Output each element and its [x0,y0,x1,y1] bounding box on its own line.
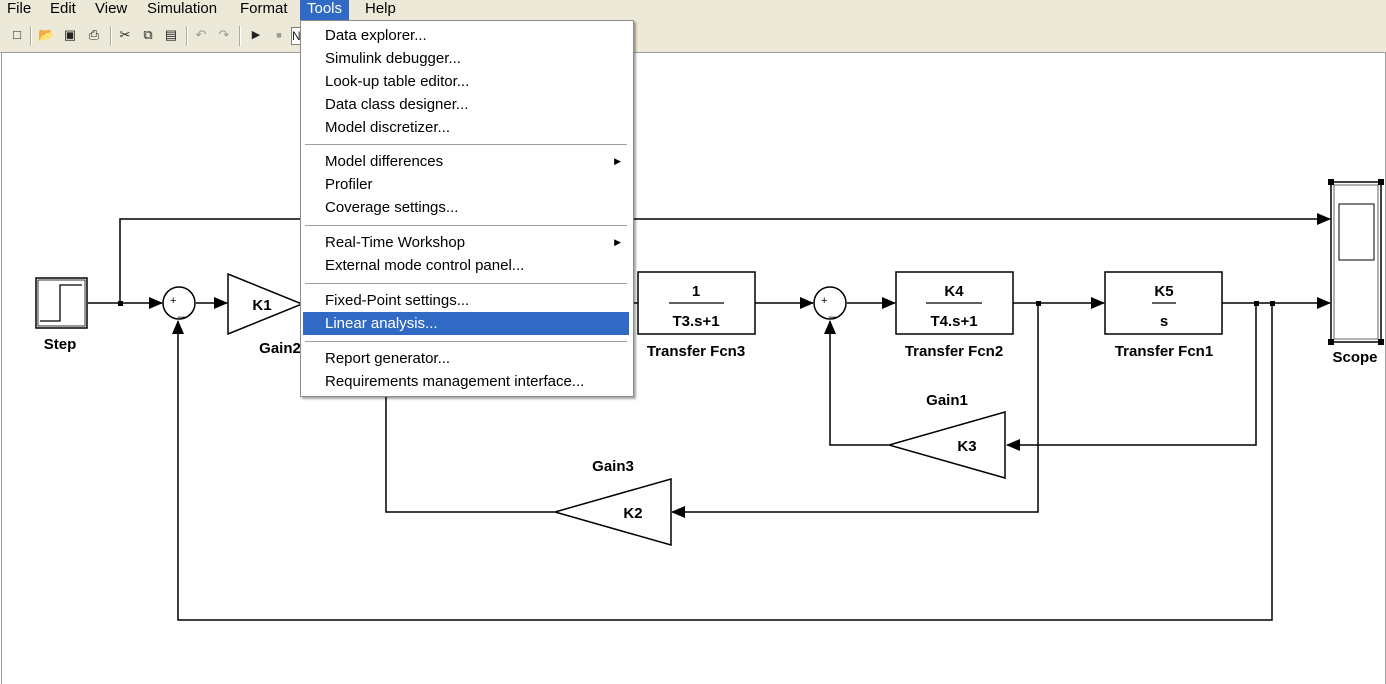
sum1-block[interactable]: + _ [162,286,196,320]
open-folder-icon[interactable]: 📂 [38,27,55,42]
transfer-fcn3-block[interactable] [637,271,756,335]
svg-text:_: _ [828,304,836,318]
gain1-block[interactable] [886,411,1006,479]
menu-file[interactable]: File [7,0,32,17]
menu-item-real-time-workshop[interactable]: Real-Time Workshop ▶ [303,231,629,254]
branch-point [1270,301,1275,306]
menu-item-external-mode-control-panel[interactable]: External mode control panel... [325,257,525,274]
signal-tf1-to-gain1 [1006,303,1257,451]
menu-item-data-class-designer[interactable]: Data class designer... [325,96,469,113]
tf1-denominator: s [1160,313,1168,330]
tf3-denominator: T3.s+1 [672,313,719,330]
toolbar-separator [110,26,112,46]
menu-help[interactable]: Help [365,0,396,17]
menu-edit[interactable]: Edit [50,0,76,17]
tf1-numerator: K5 [1154,283,1173,300]
menu-item-fixed-point-settings[interactable]: Fixed-Point settings... [325,292,470,309]
menu-item-simulink-debugger[interactable]: Simulink debugger... [325,50,461,67]
block-diagram: Step + _ K1 Gain2 1 T3.s+1 Transfer Fcn3… [35,179,1384,621]
step-label: Step [44,336,77,353]
branch-point [1254,301,1259,306]
tf2-denominator: T4.s+1 [930,313,977,330]
gain3-block[interactable] [552,478,672,546]
gain2-block[interactable] [227,272,304,336]
redo-icon[interactable]: ↷ [218,27,230,42]
gain2-label: Gain2 [259,340,301,357]
gain3-label: Gain3 [592,458,634,475]
menu-item-report-generator[interactable]: Report generator... [325,350,451,367]
tf3-numerator: 1 [692,283,700,300]
branch-point [1036,301,1041,306]
menu-item-model-differences[interactable]: Model differences ▶ [303,150,629,173]
tf2-label: Transfer Fcn2 [905,343,1003,360]
gain1-value: K3 [957,438,976,455]
cut-icon[interactable]: ✂ [119,27,131,42]
menu-view[interactable]: View [95,0,128,17]
menu-separator [305,225,627,227]
transfer-fcn1-block[interactable] [1104,271,1223,335]
menu-item-requirements-management[interactable]: Requirements management interface... [325,373,585,390]
signal-tf2-to-gain3 [671,303,1039,518]
tf3-label: Transfer Fcn3 [647,343,745,360]
toolbar: □ 📂 ▣ ⎙ ✂ ⧉ ▤ ↶ ↷ ▶ ■ N [0,20,1386,53]
svg-text:_: _ [177,304,185,318]
start-simulation-icon[interactable]: ▶ [251,29,261,41]
menu-bar: File Edit View Simulation Format Tools H… [0,0,1386,20]
menu-item-profiler[interactable]: Profiler [325,176,373,193]
gain2-value: K1 [252,297,271,314]
scope-block[interactable] [1328,179,1384,345]
menu-separator [305,283,627,285]
menu-item-model-differences-label: Model differences [325,153,444,170]
paste-icon[interactable]: ▤ [164,27,178,42]
menu-item-real-time-workshop-label: Real-Time Workshop [325,234,466,251]
svg-text:+: + [821,295,827,307]
menu-item-linear-analysis[interactable]: Linear analysis... [303,312,629,335]
toolbar-separator [239,26,241,46]
gain1-label: Gain1 [926,392,968,409]
scope-label: Scope [1332,349,1377,366]
toolbar-separator [30,26,32,46]
submenu-arrow-icon: ▶ [614,237,621,247]
undo-icon[interactable]: ↶ [195,27,207,42]
branch-point [118,301,123,306]
menu-format[interactable]: Format [240,0,288,17]
menu-item-data-explorer[interactable]: Data explorer... [325,27,427,44]
gain3-value: K2 [623,505,642,522]
signal-outer-feedback [172,303,1273,621]
signal-step-to-scope [119,213,1331,303]
menu-simulation[interactable]: Simulation [147,0,218,17]
toolbar-separator [186,26,188,46]
menu-tools[interactable]: Tools [300,0,350,20]
model-canvas[interactable]: Step + _ K1 Gain2 1 T3.s+1 Transfer Fcn3… [1,53,1386,684]
tf1-label: Transfer Fcn1 [1115,343,1213,360]
signal-gain3-out [385,396,554,513]
menu-item-lookup-table-editor[interactable]: Look-up table editor... [325,73,470,90]
menu-separator [305,144,627,146]
print-icon[interactable]: ⎙ [88,27,100,42]
step-block[interactable] [35,277,88,329]
menu-item-model-discretizer[interactable]: Model discretizer... [325,119,451,136]
new-model-icon[interactable]: □ [13,27,21,42]
copy-icon[interactable]: ⧉ [143,27,153,42]
transfer-fcn2-block[interactable] [895,271,1014,335]
menu-separator [305,341,627,343]
menu-item-coverage-settings[interactable]: Coverage settings... [325,199,459,216]
submenu-arrow-icon: ▶ [614,156,621,166]
tools-dropdown-menu: Data explorer... Simulink debugger... Lo… [300,20,634,397]
svg-text:+: + [170,295,176,307]
stop-simulation-icon[interactable]: ■ [276,30,282,40]
tf2-numerator: K4 [944,283,964,300]
signal-gain1-to-sum2 [824,320,888,446]
save-icon[interactable]: ▣ [63,27,77,42]
sum2-block[interactable]: + _ [813,286,847,320]
